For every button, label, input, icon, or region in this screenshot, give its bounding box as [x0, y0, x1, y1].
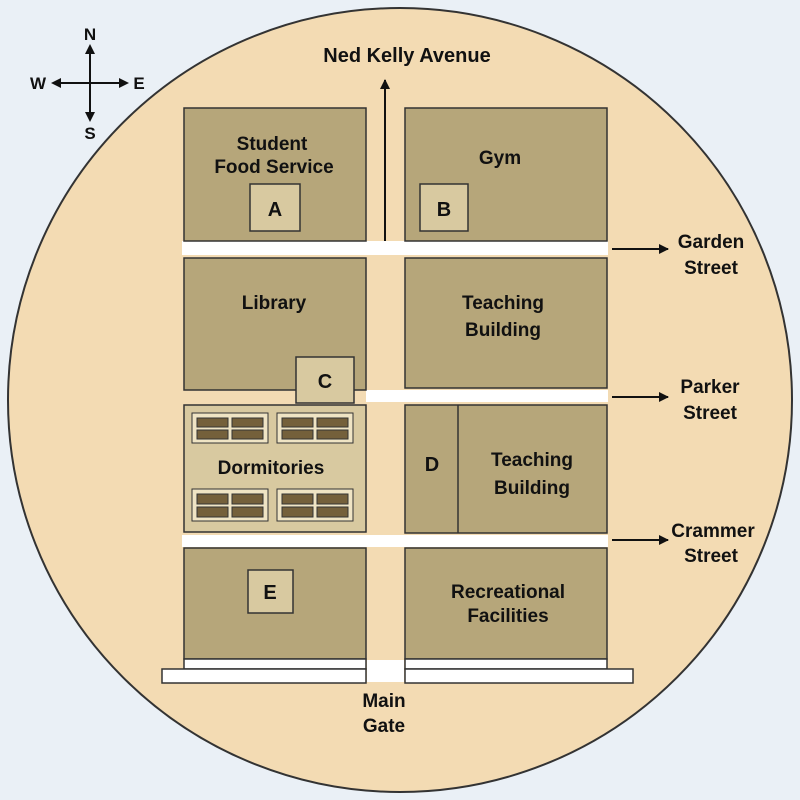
teaching-upper-label-2: Building [465, 320, 541, 341]
crammer-street-label-1: Crammer [671, 521, 755, 542]
main-gate-label-1: Main [362, 691, 405, 712]
marker-a: A [268, 199, 282, 221]
crammer-street-label-2: Street [684, 546, 739, 567]
avenue-label: Ned Kelly Avenue [323, 45, 490, 67]
recreation-label-2: Facilities [467, 606, 548, 627]
teaching-lower-label-2: Building [494, 478, 570, 499]
marker-b-box [419, 183, 469, 232]
recreation-label-1: Recreational [451, 582, 565, 603]
wall-east-outer [404, 668, 634, 684]
compass-south: S [84, 124, 95, 143]
parker-street-label-2: Street [683, 403, 738, 424]
main-gate-label-2: Gate [363, 716, 405, 737]
dormitory-room-blocks [191, 412, 354, 522]
road-garden [182, 241, 608, 255]
compass-west: W [30, 74, 47, 93]
marker-c-box [295, 356, 355, 404]
marker-d: D [425, 454, 439, 476]
compass-north: N [84, 25, 96, 44]
food-service-label-2: Food Service [214, 157, 333, 178]
food-service-label-1: Student [237, 134, 308, 155]
library-label: Library [242, 293, 307, 314]
compass-east: E [133, 74, 144, 93]
gym-label: Gym [479, 148, 521, 169]
teaching-upper-label-1: Teaching [462, 293, 544, 314]
marker-c: C [318, 371, 332, 393]
road-crammer [182, 535, 608, 547]
wall-east-inner [404, 658, 608, 670]
dormitories-label: Dormitories [218, 458, 325, 479]
building-teaching-lower [404, 404, 608, 534]
wall-west-outer [161, 668, 367, 684]
road-parker [366, 390, 608, 402]
teaching-lower-label-1: Teaching [491, 450, 573, 471]
garden-street-label-2: Street [684, 258, 739, 279]
parker-street-label-1: Parker [680, 377, 740, 398]
garden-street-label-1: Garden [678, 232, 745, 253]
marker-e: E [263, 582, 276, 604]
marker-b: B [437, 199, 451, 221]
building-teaching-upper [404, 257, 608, 389]
marker-a-box [249, 183, 301, 232]
main-gate-opening [367, 660, 404, 682]
compass-rose: N S W E [30, 25, 145, 143]
marker-e-box [247, 569, 294, 614]
wall-west-inner [183, 658, 367, 670]
building-recreational-facilities [404, 547, 608, 660]
